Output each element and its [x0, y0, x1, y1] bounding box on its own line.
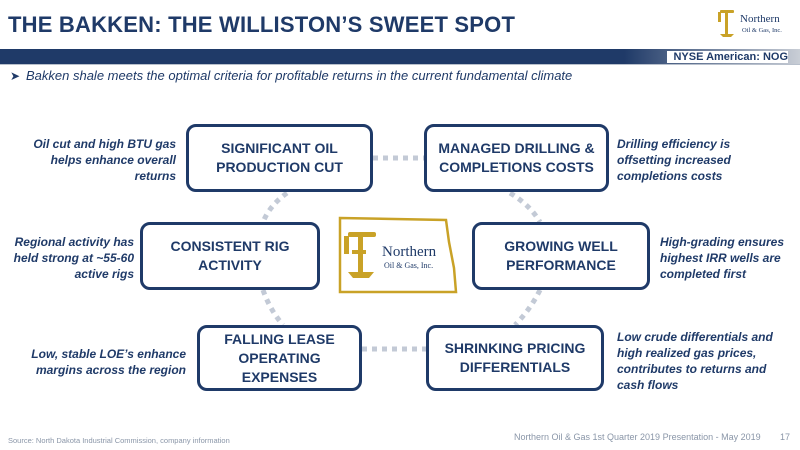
- box-label: SHRINKING PRICING DIFFERENTIALS: [444, 340, 586, 375]
- box-label: MANAGED DRILLING & COMPLETIONS COSTS: [438, 140, 595, 175]
- connector-lower-right: [513, 288, 543, 327]
- page-number: 17: [780, 432, 791, 442]
- subtitle: Bakken shale meets the optimal criteria …: [26, 68, 573, 83]
- pumpjack-icon: [344, 232, 376, 278]
- box-pricing-differentials: SHRINKING PRICING DIFFERENTIALS: [426, 325, 604, 391]
- box-oil-production-cut: SIGNIFICANT OIL PRODUCTION CUT: [186, 124, 373, 192]
- box-label: FALLING LEASE OPERATING EXPENSES: [224, 330, 335, 385]
- header-band: [0, 49, 800, 64]
- company-logo: Northern Oil & Gas, Inc.: [718, 10, 782, 37]
- note-drilling-efficiency: Drilling efficiency is offsetting increa…: [617, 137, 731, 183]
- box-rig-activity: CONSISTENT RIG ACTIVITY: [140, 222, 320, 290]
- footer-presentation: Northern Oil & Gas 1st Quarter 2019 Pres…: [514, 432, 761, 442]
- footer-source: Source: North Dakota Industrial Commissi…: [8, 436, 230, 445]
- connector-upper-right: [508, 190, 543, 224]
- ticker-label: NYSE American: NOG: [667, 51, 788, 63]
- box-label: GROWING WELL PERFORMANCE: [504, 238, 618, 273]
- box-well-performance: GROWING WELL PERFORMANCE: [472, 222, 650, 290]
- note-stable-loe: Low, stable LOE’s enhance margins across…: [31, 347, 186, 377]
- note-regional-activity: Regional activity has held strong at ~55…: [13, 235, 134, 281]
- note-oil-cut: Oil cut and high BTU gas helps enhance o…: [33, 137, 176, 183]
- header-divider: [0, 64, 800, 65]
- page-title: THE BAKKEN: THE WILLISTON’S SWEET SPOT: [8, 12, 516, 37]
- box-label: CONSISTENT RIG ACTIVITY: [170, 238, 290, 273]
- box-drilling-completions-costs: MANAGED DRILLING & COMPLETIONS COSTS: [424, 124, 609, 192]
- arrow-bullet-icon: ➤: [10, 69, 21, 83]
- logo-tagline: Oil & Gas, Inc.: [742, 27, 782, 34]
- box-label: SIGNIFICANT OIL PRODUCTION CUT: [216, 140, 343, 175]
- north-dakota-map: Northern Oil & Gas, Inc.: [338, 216, 458, 294]
- box-lease-operating-expenses: FALLING LEASE OPERATING EXPENSES: [197, 325, 362, 391]
- connector-upper-left: [260, 190, 289, 224]
- note-high-grading: High-grading ensures highest IRR wells a…: [660, 235, 785, 281]
- logo-name: Northern: [740, 13, 780, 25]
- center-logo-name: Northern: [382, 244, 437, 260]
- pumpjack-icon: [718, 10, 734, 37]
- center-logo-tagline: Oil & Gas, Inc.: [384, 261, 433, 270]
- note-crude-differentials: Low crude differentials and high realize…: [617, 330, 773, 392]
- connector-lower-left: [260, 289, 285, 327]
